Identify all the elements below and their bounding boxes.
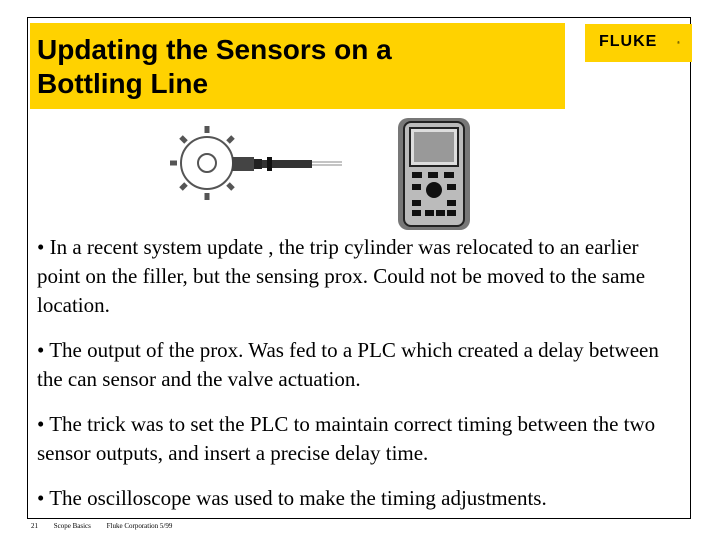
- slide-frame: [27, 17, 691, 519]
- slide-footer: 21 Scope Basics Fluke Corporation 5/99: [31, 522, 186, 530]
- course-name: Scope Basics: [53, 522, 91, 530]
- company-date: Fluke Corporation 5/99: [106, 522, 173, 530]
- fluke-logo: FLUKE ®: [585, 24, 692, 62]
- bullet-item: • In a recent system update , the trip c…: [37, 235, 646, 317]
- title-line-2: Bottling Line: [37, 68, 209, 99]
- logo-trademark: ®: [677, 40, 680, 45]
- bullet-list: • In a recent system update , the trip c…: [37, 233, 677, 529]
- prox-sensor-icon: [232, 157, 342, 171]
- slide-title: Updating the Sensors on a Bottling Line: [37, 33, 565, 101]
- gear-icon: [170, 126, 244, 200]
- title-banner: Updating the Sensors on a Bottling Line: [30, 23, 565, 109]
- page-number: 21: [31, 522, 38, 530]
- bullet-item: • The oscilloscope was used to make the …: [37, 486, 547, 510]
- bullet-item: • The output of the prox. Was fed to a P…: [37, 338, 659, 391]
- title-line-1: Updating the Sensors on a: [37, 34, 392, 65]
- logo-text: FLUKE: [599, 33, 658, 50]
- scopemeter-icon: [398, 118, 470, 230]
- sensor-illustration: [170, 118, 470, 230]
- bullet-item: • The trick was to set the PLC to mainta…: [37, 412, 656, 465]
